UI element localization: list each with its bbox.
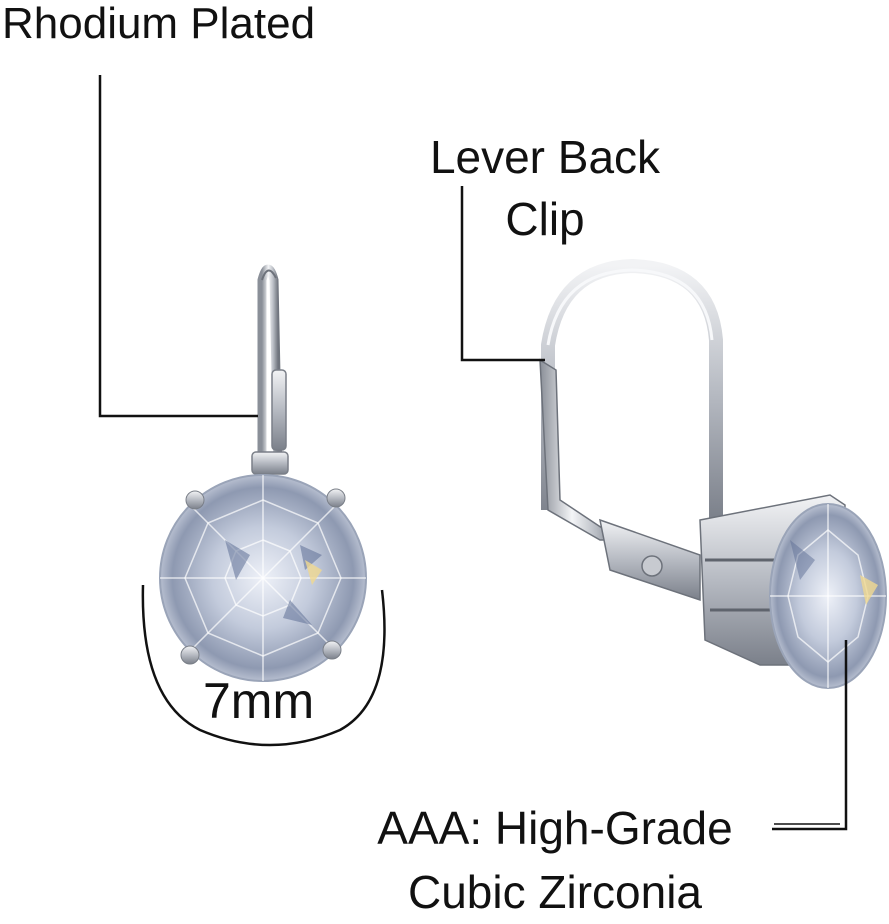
lever-label-line1: Lever Back xyxy=(429,131,661,183)
left-prong xyxy=(326,488,346,508)
left-prong xyxy=(322,640,342,660)
stone-label-line1: AAA: High-Grade xyxy=(377,802,733,854)
leader-lines xyxy=(98,75,848,831)
stone-leader xyxy=(772,640,848,831)
left-prong xyxy=(185,490,205,510)
size-label: 7mm xyxy=(203,673,315,729)
left-lever-plate xyxy=(271,369,287,451)
rhodium-leader xyxy=(98,75,258,418)
lever-label-line2: Clip xyxy=(505,193,585,245)
lever-leader xyxy=(460,186,545,362)
right-earring xyxy=(539,259,887,689)
stone-label-line2: Cubic Zirconia xyxy=(408,866,702,918)
rhodium-plated-label: Rhodium Plated xyxy=(2,0,316,48)
right-hook xyxy=(541,259,723,520)
right-lever-arm xyxy=(539,358,623,541)
stone-grade-label: AAA: High-Grade Cubic Zirconia xyxy=(345,796,765,924)
lever-back-clip-label: Lever Back Clip xyxy=(410,126,680,250)
size-arc xyxy=(141,584,386,747)
left-earring xyxy=(159,264,367,682)
left-prong xyxy=(180,645,200,665)
hinge-pin xyxy=(641,555,663,577)
